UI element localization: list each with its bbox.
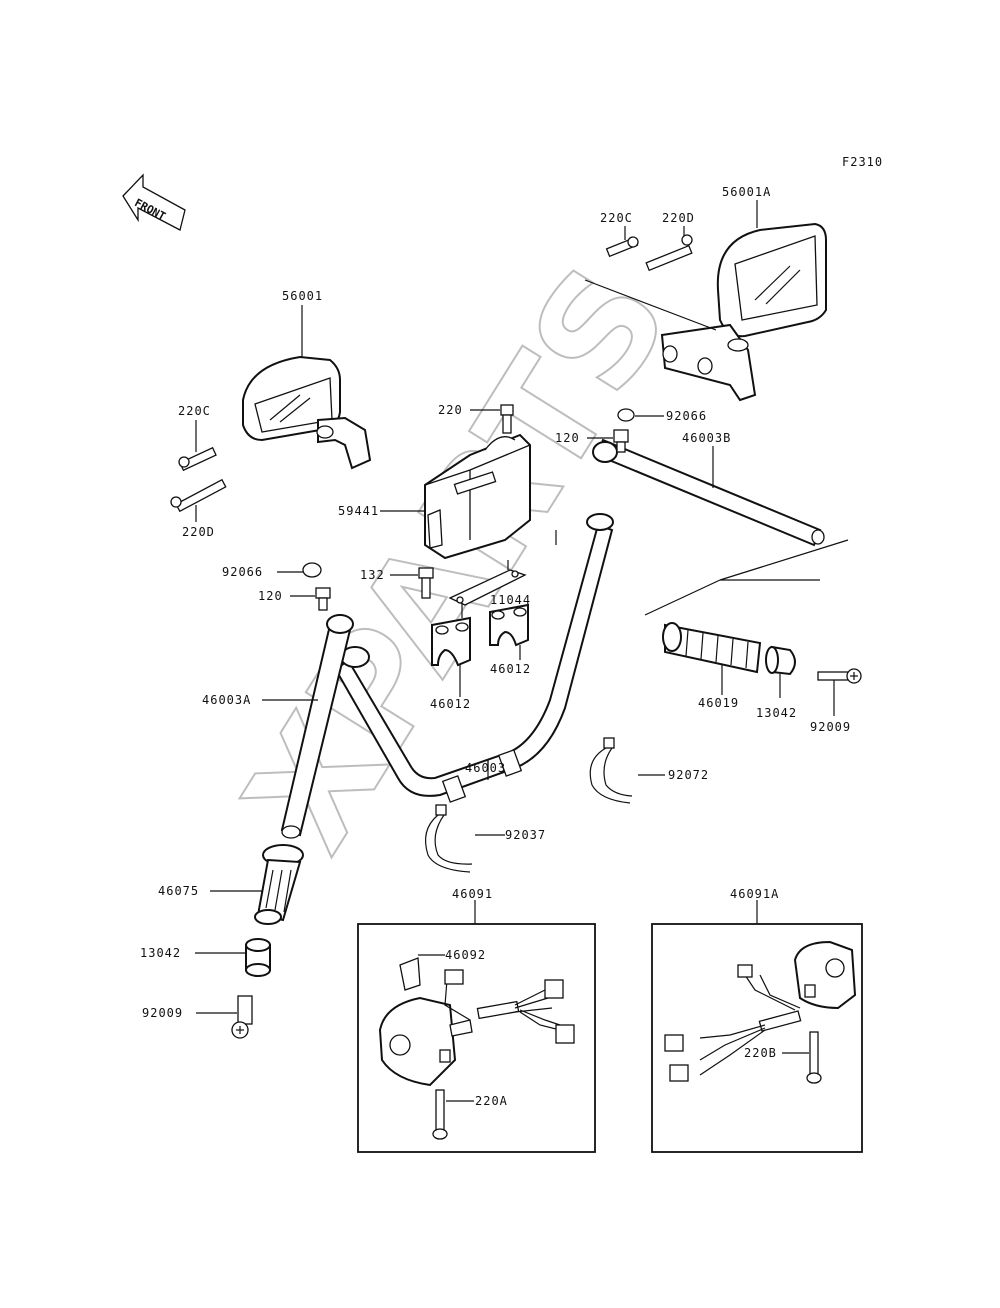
label-46091a: 46091A xyxy=(730,887,779,901)
screw-220a xyxy=(432,1089,448,1140)
front-arrow-icon: FRONT xyxy=(122,173,186,231)
label-92009-right: 92009 xyxy=(810,720,851,734)
label-92066-left: 92066 xyxy=(222,565,263,579)
label-46019: 46019 xyxy=(698,696,739,710)
label-46012-b: 46012 xyxy=(490,662,531,676)
figure-code: F2310 xyxy=(842,155,883,169)
bolt-220c-left xyxy=(178,446,217,472)
box-46091 xyxy=(357,923,596,1153)
label-13042-left: 13042 xyxy=(140,946,181,960)
label-120-left: 120 xyxy=(258,589,283,603)
cable-tie-92037 xyxy=(425,804,473,873)
label-56001a: 56001A xyxy=(722,185,771,199)
cap-92066-left xyxy=(302,562,322,578)
label-220d-right: 220D xyxy=(662,211,695,225)
cap-92066-right xyxy=(617,408,635,422)
label-220a: 220A xyxy=(475,1094,508,1108)
weight-13042-left xyxy=(245,938,271,977)
label-46003a: 46003A xyxy=(202,693,251,707)
holder-46012-b xyxy=(489,603,529,647)
handlebar-46003 xyxy=(334,513,614,803)
label-46092: 46092 xyxy=(445,948,486,962)
label-46075: 46075 xyxy=(158,884,199,898)
mirror-left xyxy=(242,355,372,470)
label-132: 132 xyxy=(360,568,385,582)
label-59441: 59441 xyxy=(338,504,379,518)
label-92066-right: 92066 xyxy=(666,409,707,423)
label-46091: 46091 xyxy=(452,887,493,901)
mirror-right xyxy=(660,222,827,402)
screw-92009-left xyxy=(231,995,253,1039)
bolt-220c-right xyxy=(605,236,639,258)
label-220c-right: 220C xyxy=(600,211,633,225)
label-13042-right: 13042 xyxy=(756,706,797,720)
grip-46019 xyxy=(662,622,762,674)
bolt-120-right xyxy=(613,429,629,453)
tube-46003a xyxy=(280,614,354,839)
label-46012-a: 46012 xyxy=(430,697,471,711)
bolt-132 xyxy=(418,567,434,599)
label-92009-left: 92009 xyxy=(142,1006,183,1020)
clip-46092 xyxy=(399,957,421,991)
weight-13042-right xyxy=(765,645,796,676)
clamp-cover-59441 xyxy=(424,433,531,560)
bolt-120-left xyxy=(315,587,331,611)
tube-46003b xyxy=(592,438,825,547)
label-220b: 220B xyxy=(744,1046,777,1060)
bolt-220d-right xyxy=(645,234,693,272)
label-46003b: 46003B xyxy=(682,431,731,445)
screw-220b xyxy=(806,1031,822,1084)
label-220c-left: 220C xyxy=(178,404,211,418)
bolt-220d-left xyxy=(170,478,227,513)
harness-46091 xyxy=(444,969,575,1044)
plate-11044 xyxy=(448,569,527,606)
label-220d-left: 220D xyxy=(182,525,215,539)
label-56001: 56001 xyxy=(282,289,323,303)
switch-housing-left xyxy=(378,996,473,1087)
label-92037: 92037 xyxy=(505,828,546,842)
bolt-220-center xyxy=(500,404,514,434)
label-11044: 11044 xyxy=(490,593,531,607)
label-120-right: 120 xyxy=(555,431,580,445)
label-92072: 92072 xyxy=(668,768,709,782)
label-220-center: 220 xyxy=(438,403,463,417)
harness-46091a xyxy=(664,964,802,1082)
label-46003: 46003 xyxy=(465,761,506,775)
holder-46012-a xyxy=(431,616,471,667)
grip-46075 xyxy=(254,844,304,925)
cable-tie-92072 xyxy=(589,737,633,804)
screw-92009-right xyxy=(817,668,862,684)
switch-housing-right xyxy=(793,940,857,1010)
